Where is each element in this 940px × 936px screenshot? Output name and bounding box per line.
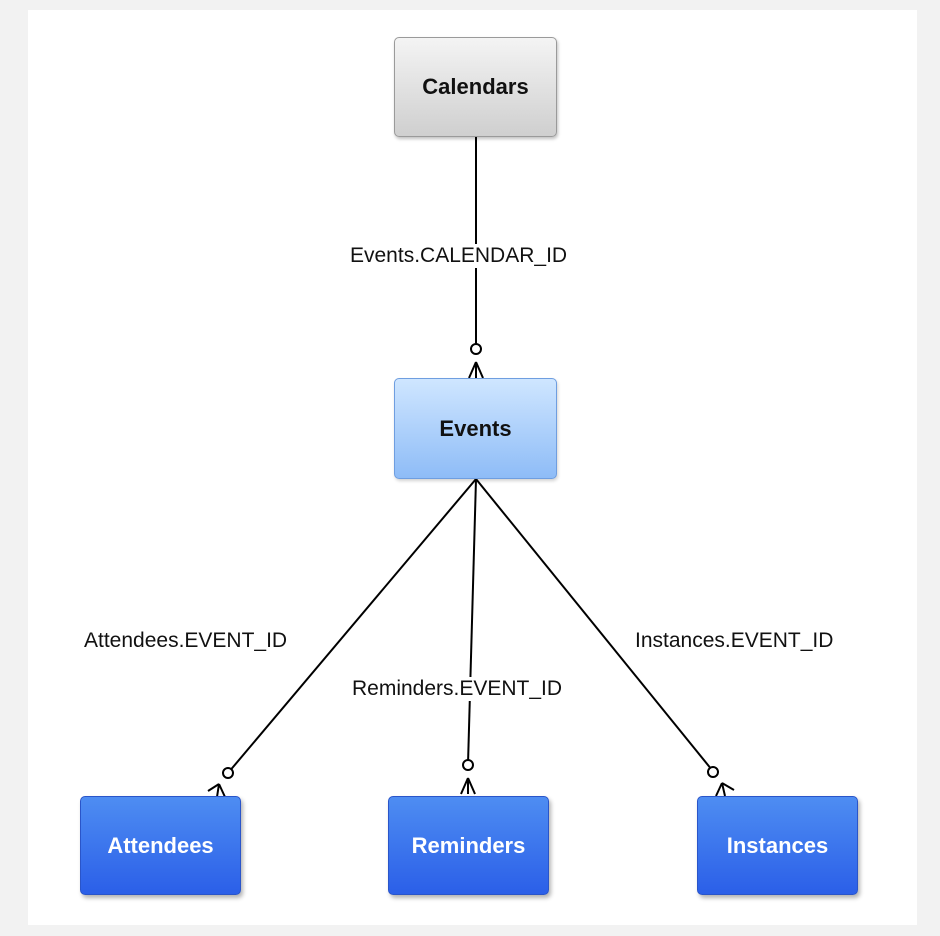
crowfoot-attendees bbox=[207, 783, 226, 798]
reminders-node[interactable]: Reminders bbox=[388, 796, 549, 895]
calendars-label: Calendars bbox=[422, 74, 529, 99]
instances-node[interactable]: Instances bbox=[697, 796, 858, 895]
instances-label: Instances bbox=[726, 832, 829, 858]
crowfoot-instances bbox=[715, 782, 735, 797]
attendees-label: Attendees bbox=[107, 832, 214, 858]
connector-layer bbox=[207, 137, 735, 798]
reminders-label: Reminders bbox=[411, 832, 526, 858]
edge-events-instances bbox=[475, 478, 713, 771]
crowfoot-reminders bbox=[460, 777, 476, 795]
crowfoot-circle-attendees bbox=[222, 767, 234, 779]
crowfoot-circle-reminders bbox=[462, 759, 474, 771]
crowfoot-circle-instances bbox=[707, 766, 719, 778]
diagram-canvas: Events.CALENDAR_ID Attendees.EVENT_ID Re… bbox=[28, 10, 917, 925]
edge-label-instances-event-id: Instances.EVENT_ID bbox=[633, 629, 836, 653]
edge-label-attendees-event-id: Attendees.EVENT_ID bbox=[82, 629, 290, 653]
attendees-node[interactable]: Attendees bbox=[80, 796, 241, 895]
edge-label-calendar-id: Events.CALENDAR_ID bbox=[348, 244, 570, 268]
edge-label-reminders-event-id: Reminders.EVENT_ID bbox=[350, 677, 565, 701]
edge-events-reminders bbox=[467, 478, 477, 765]
events-label: Events bbox=[439, 415, 512, 441]
crowfoot-events bbox=[468, 361, 484, 379]
calendars-node[interactable]: Calendars bbox=[394, 37, 557, 137]
events-node[interactable]: Events bbox=[394, 378, 557, 479]
crowfoot-circle-events bbox=[470, 343, 482, 355]
edge-events-attendees bbox=[227, 478, 477, 774]
